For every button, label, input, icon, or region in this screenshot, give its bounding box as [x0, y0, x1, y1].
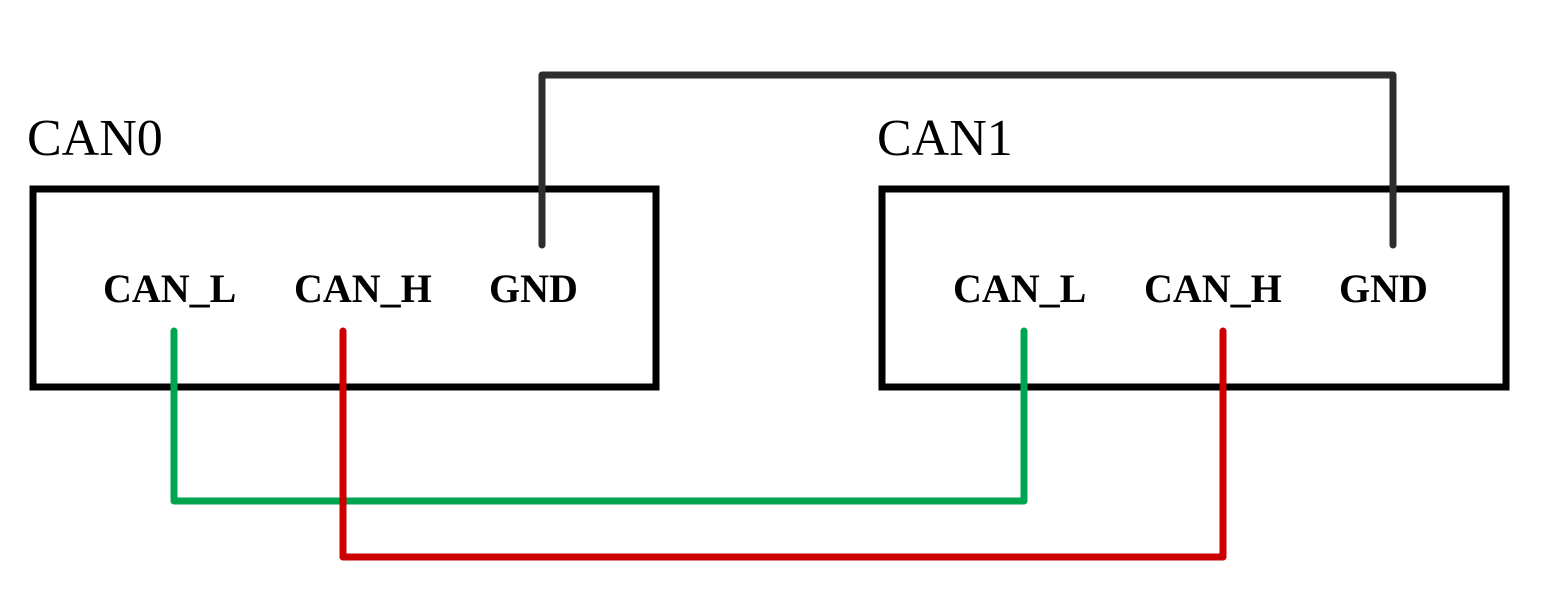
can0-pin-gnd: GND — [489, 266, 578, 311]
can1-title: CAN1 — [877, 110, 1013, 167]
can0-pin-can-l: CAN_L — [103, 266, 236, 311]
can-h-wire — [339, 327, 1227, 561]
can1-module-box — [878, 185, 1510, 391]
can0-title: CAN0 — [27, 110, 163, 167]
can-l-wire — [170, 327, 1028, 505]
can1-pin-can-l: CAN_L — [953, 266, 1086, 311]
can1-pin-gnd: GND — [1339, 266, 1428, 311]
can0-pin-can-h: CAN_H — [294, 266, 432, 311]
can1-pin-can-h: CAN_H — [1144, 266, 1282, 311]
gnd-wire — [538, 71, 1397, 249]
